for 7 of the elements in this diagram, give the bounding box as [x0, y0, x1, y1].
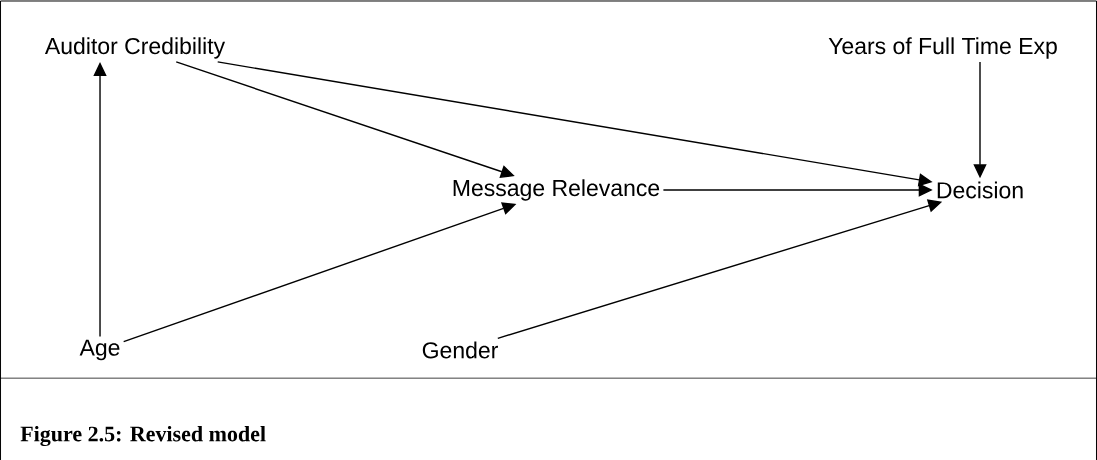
- node-label: Message Relevance: [453, 179, 660, 201]
- node-label: Auditor Credibility: [44, 37, 226, 59]
- node-label: Gender: [422, 341, 498, 359]
- caption: Figure 2.5: Revised model: [20, 425, 266, 447]
- node-label: Age: [79, 339, 120, 361]
- node-label: Years of Full Time Exp: [828, 37, 1057, 59]
- node-label: Decision: [937, 181, 1023, 199]
